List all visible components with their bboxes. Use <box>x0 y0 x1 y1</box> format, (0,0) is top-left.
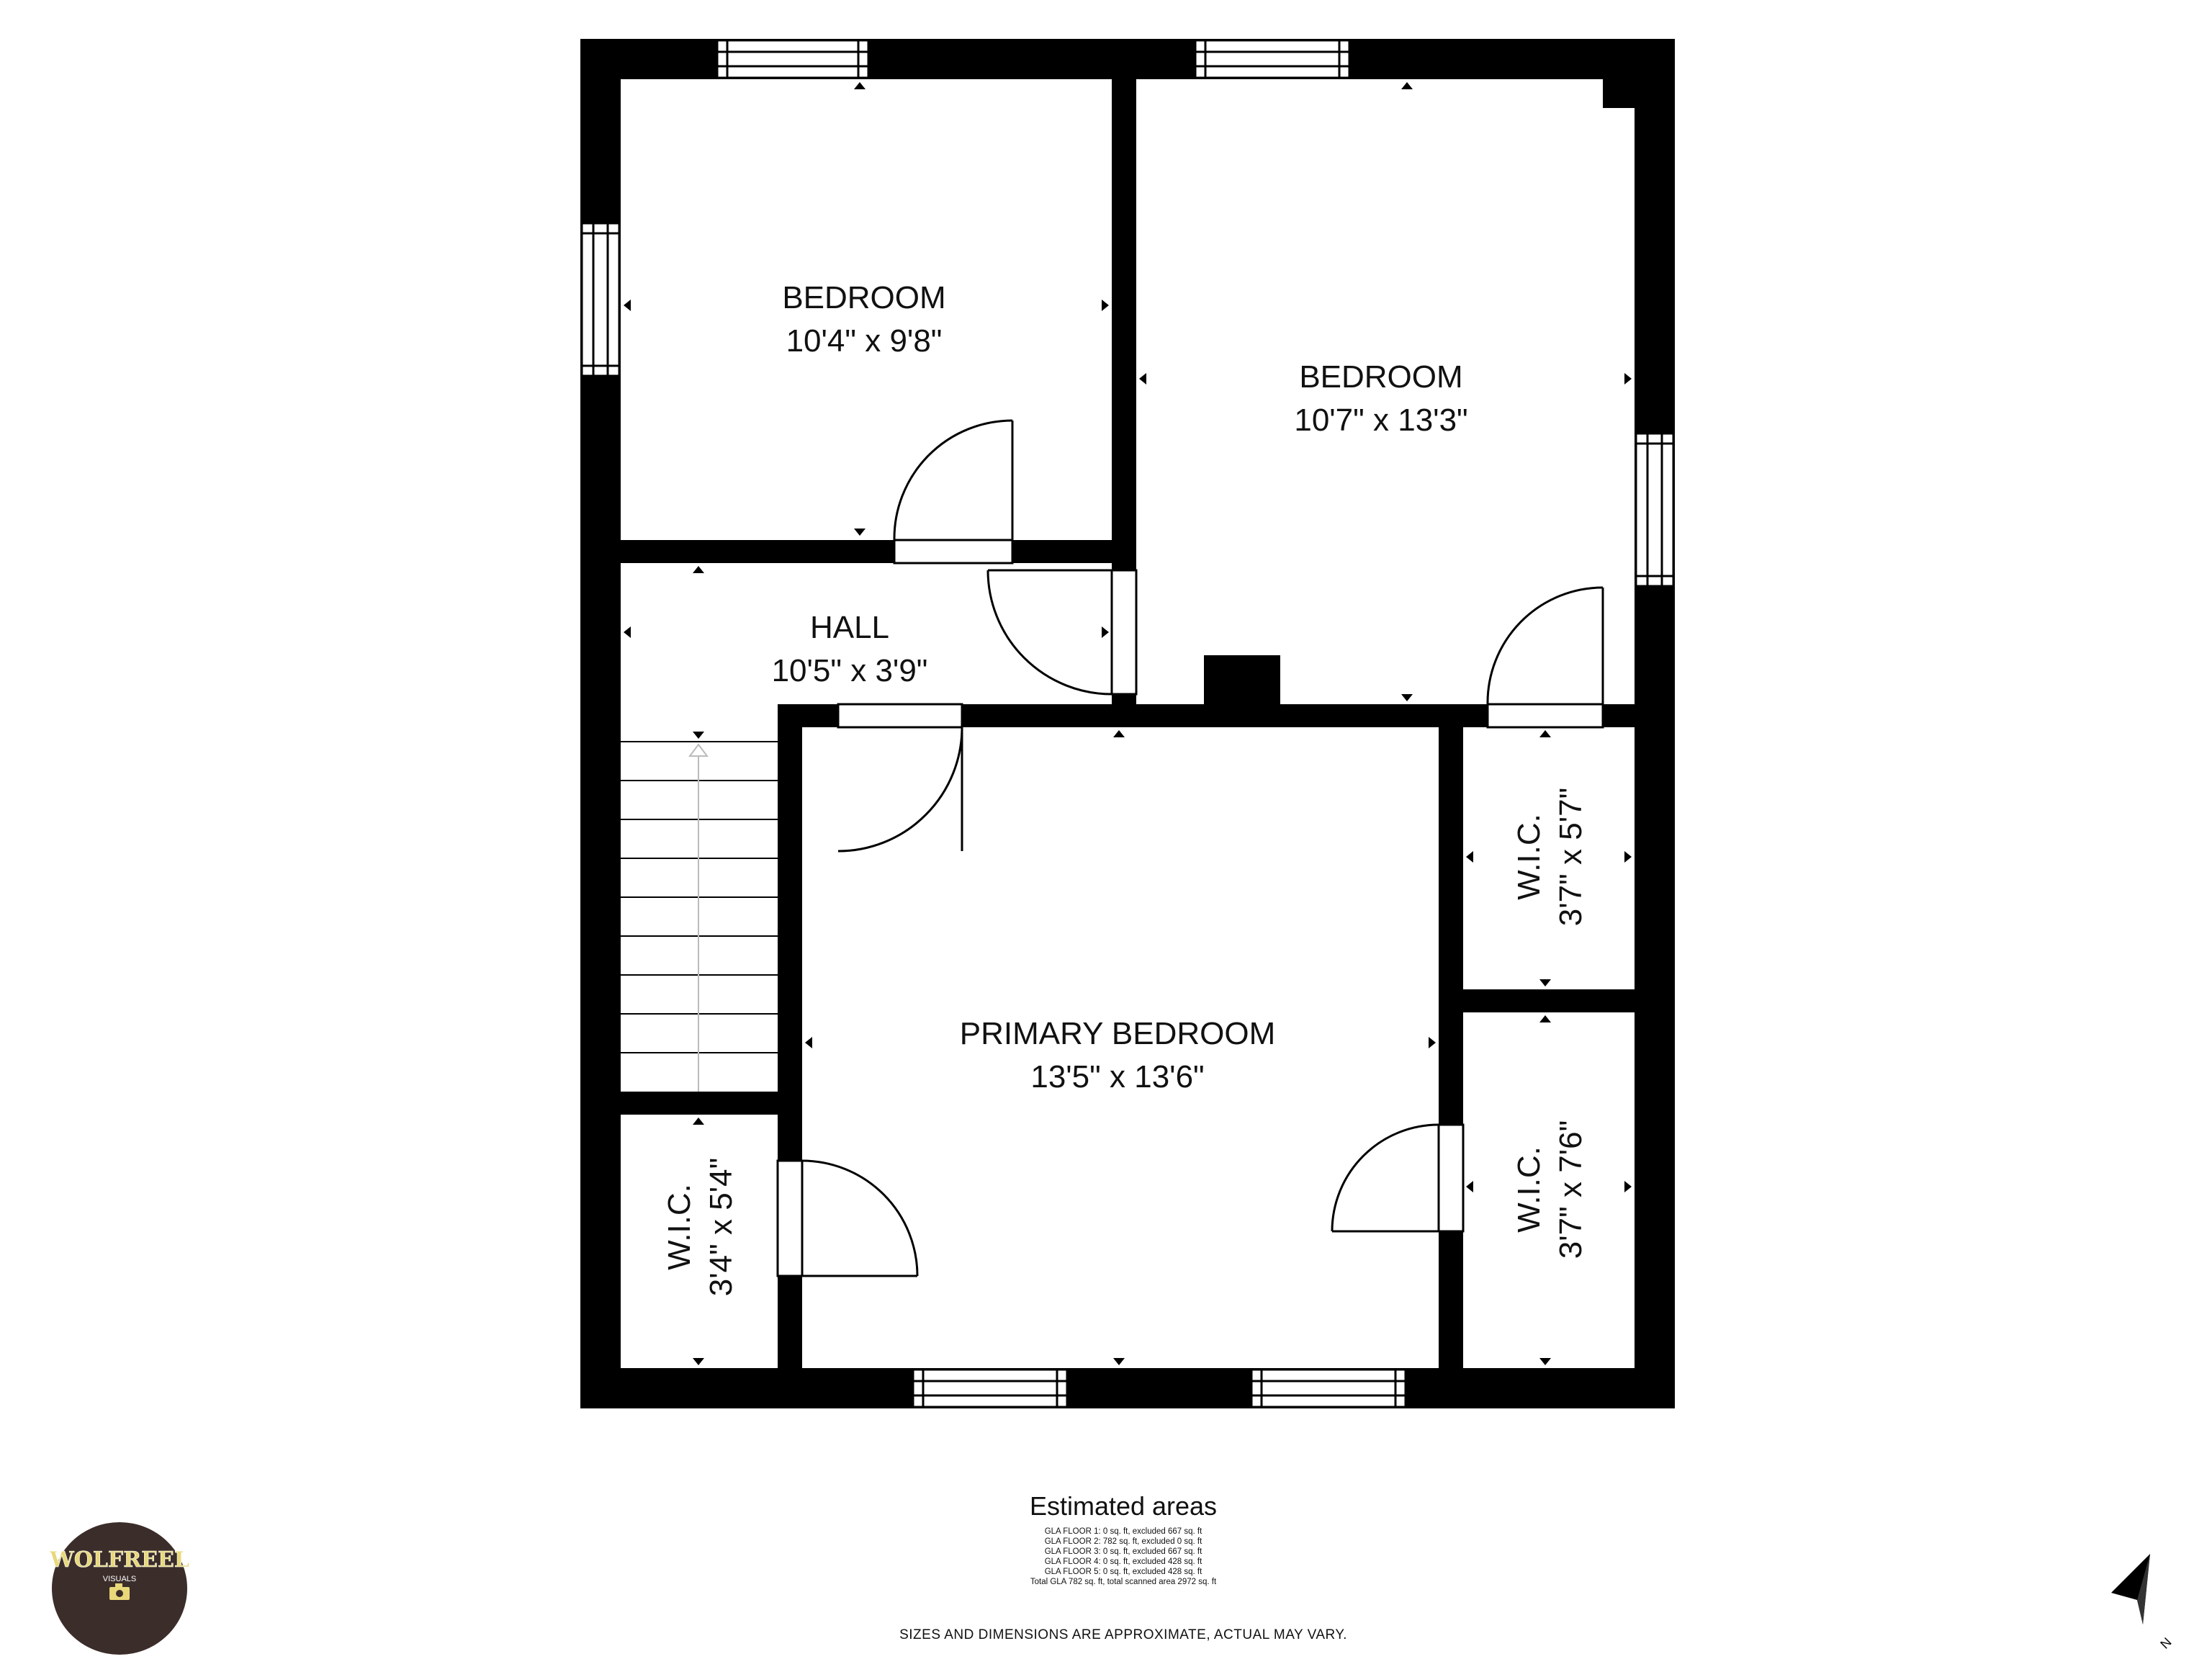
room-labels: BEDROOM 10'4" x 9'8" BEDROOM 10'7" x 13'… <box>662 280 1588 1296</box>
areas-line: GLA FLOOR 4: 0 sq. ft, excluded 428 sq. … <box>1045 1557 1202 1566</box>
wic-lower-name: W.I.C. <box>1511 1146 1547 1233</box>
logo: WOLFREEL VISUALS <box>49 1522 189 1655</box>
stairs <box>621 741 778 1092</box>
areas-title: Estimated areas <box>1030 1491 1217 1521</box>
wall-corner-notch <box>1603 39 1646 108</box>
bedroom-1-dims: 10'4" x 9'8" <box>786 323 943 359</box>
window-bedroom1-top <box>716 39 870 79</box>
compass-label: N <box>2157 1635 2174 1651</box>
wic-upper-label: W.I.C. 3'7" x 5'7" <box>1511 788 1588 926</box>
north-arrow-icon: N <box>2111 1554 2175 1652</box>
estimated-areas: Estimated areas GLA FLOOR 1: 0 sq. ft, e… <box>1030 1491 1217 1586</box>
door-bedroom1 <box>893 419 1014 565</box>
wic-upper-name: W.I.C. <box>1511 814 1547 900</box>
wic-left-dims: 3'4" x 5'4" <box>703 1158 739 1296</box>
door-primary-top <box>837 703 963 853</box>
window-bedroom1-left <box>580 222 621 377</box>
wall-bedroom1-hall <box>621 540 1125 563</box>
doors <box>776 419 1604 1277</box>
wall-bottom <box>580 1368 1675 1408</box>
wall-stair-wic <box>621 1092 779 1115</box>
wall-primary-wic <box>1439 704 1463 1370</box>
window-bedroom2-top <box>1194 39 1351 79</box>
areas-line: GLA FLOOR 5: 0 sq. ft, excluded 428 sq. … <box>1045 1568 1202 1576</box>
door-bedroom2-wic <box>1486 586 1604 729</box>
areas-line: GLA FLOOR 3: 0 sq. ft, excluded 667 sq. … <box>1045 1547 1202 1556</box>
wic-left-name: W.I.C. <box>662 1184 697 1270</box>
primary-bedroom-dims: 13'5" x 13'6" <box>1030 1059 1204 1094</box>
window-primary-bottom-right <box>1250 1368 1407 1408</box>
hall-name: HALL <box>810 610 889 645</box>
areas-line: GLA FLOOR 1: 0 sq. ft, excluded 667 sq. … <box>1045 1527 1202 1536</box>
windows <box>580 39 1675 1408</box>
bedroom-2-name: BEDROOM <box>1299 359 1462 395</box>
stair-up-arrow-icon <box>688 743 709 757</box>
camera-icon <box>109 1583 130 1600</box>
door-wic-left <box>776 1159 919 1277</box>
wic-left-label: W.I.C. 3'4" x 5'4" <box>662 1158 739 1296</box>
logo-name: WOLFREEL <box>49 1547 189 1573</box>
hall-dims: 10'5" x 3'9" <box>772 653 928 688</box>
wall-wic-divider <box>1462 989 1636 1012</box>
window-bedroom2-right <box>1635 432 1675 588</box>
door-bedroom2-hall <box>986 569 1138 696</box>
areas-line: GLA FLOOR 2: 782 sq. ft, excluded 0 sq. … <box>1045 1537 1202 1546</box>
wic-upper-dims: 3'7" x 5'7" <box>1553 788 1588 926</box>
primary-bedroom-name: PRIMARY BEDROOM <box>960 1016 1275 1051</box>
window-primary-bottom-left <box>912 1368 1069 1408</box>
areas-line: Total GLA 782 sq. ft, total scanned area… <box>1030 1578 1217 1586</box>
dimension-markers <box>624 82 1632 1365</box>
door-wic-lower <box>1331 1123 1465 1233</box>
wic-lower-label: W.I.C. 3'7" x 7'6" <box>1511 1120 1588 1259</box>
bedroom-1-name: BEDROOM <box>782 280 945 315</box>
disclaimer: SIZES AND DIMENSIONS ARE APPROXIMATE, AC… <box>899 1627 1347 1642</box>
wall-chimney <box>1204 655 1280 710</box>
wic-lower-dims: 3'7" x 7'6" <box>1553 1120 1588 1259</box>
logo-sub: VISUALS <box>103 1575 136 1583</box>
bedroom-2-dims: 10'7" x 13'3" <box>1294 403 1467 438</box>
